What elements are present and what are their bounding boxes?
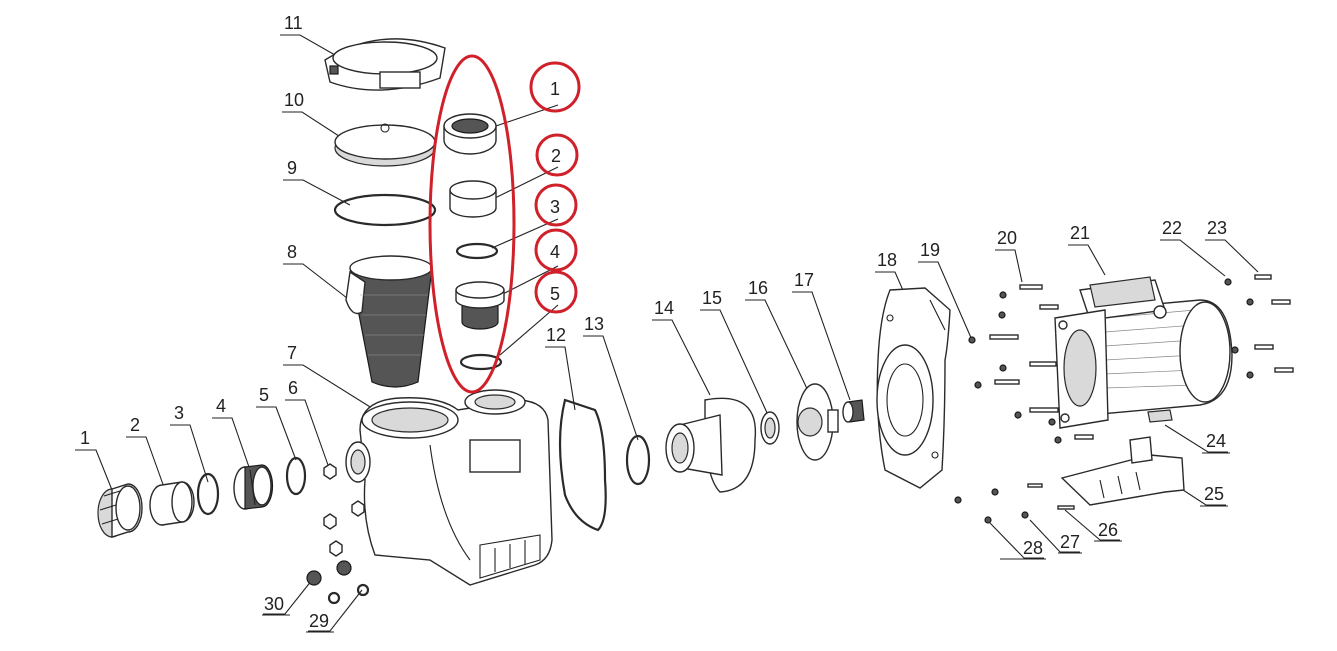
part-23-bolts (1254, 274, 1294, 373)
part-30-drain-plugs (306, 560, 352, 586)
part-7-pump-housing (345, 389, 553, 586)
label-part-14: 14 (654, 298, 674, 318)
label-part-12: 12 (546, 325, 566, 345)
label-part-21: 21 (1070, 223, 1090, 243)
label-part-22: 22 (1162, 218, 1182, 238)
label-part-26: 26 (1098, 520, 1118, 540)
part-25-motor-foot (1060, 436, 1185, 506)
label-part-30: 30 (264, 594, 284, 614)
label-highlight-3: 3 (550, 197, 560, 217)
label-part-11: 11 (284, 13, 303, 33)
label-part-15: 15 (702, 288, 722, 308)
part-15-seal-ring (760, 411, 780, 445)
label-part-24: 24 (1206, 431, 1226, 451)
label-highlight-5: 5 (550, 284, 560, 304)
label-part-7: 7 (287, 343, 297, 363)
label-part-9: 9 (287, 158, 297, 178)
part-16-impeller (796, 383, 839, 461)
leader-lines (75, 34, 1259, 632)
label-part-23: 23 (1207, 218, 1227, 238)
highlight-group-ellipse (428, 54, 516, 394)
label-part-2: 2 (130, 415, 140, 435)
part-18-seal-plate (876, 287, 951, 489)
highlight-part-4 (455, 281, 505, 330)
part-24-foot-pad (1147, 409, 1173, 423)
label-highlight-1: 1 (550, 79, 560, 99)
part-26-foot-screws (1027, 483, 1075, 510)
label-part-16: 16 (748, 278, 768, 298)
part-6-nuts (323, 463, 365, 557)
label-part-3: 3 (174, 403, 184, 423)
part-3-o-ring (196, 472, 220, 516)
label-part-28: 28 (1023, 538, 1043, 558)
label-part-25: 25 (1204, 484, 1224, 504)
label-part-5: 5 (259, 385, 269, 405)
highlight-circle-4 (534, 228, 578, 272)
label-part-8: 8 (287, 242, 297, 262)
highlight-part-5 (459, 353, 503, 371)
label-part-20: 20 (997, 228, 1017, 248)
label-part-6: 6 (288, 378, 298, 398)
label-highlight-4: 4 (550, 242, 560, 262)
highlight-circle-3 (534, 183, 578, 227)
label-part-18: 18 (877, 250, 897, 270)
highlight-part-2 (449, 180, 497, 218)
label-part-19: 19 (920, 240, 940, 260)
label-part-29: 29 (309, 611, 329, 631)
part-21-motor (1054, 276, 1233, 429)
label-highlight-2: 2 (551, 146, 561, 166)
label-part-27: 27 (1060, 532, 1080, 552)
part-labels: 1 2 3 4 5 6 7 8 9 10 11 12 13 14 15 16 1… (80, 13, 1227, 631)
part-10-lid (334, 123, 436, 167)
part-1-union-nut (97, 483, 143, 538)
part-11-lid-ring (324, 38, 446, 91)
part-19-washers (968, 291, 1062, 444)
label-part-13: 13 (584, 314, 604, 334)
part-2-tail-pipe (149, 481, 195, 526)
part-14-diffuser (665, 397, 757, 493)
highlight-part-1 (443, 113, 497, 155)
part-17-mechanical-seal (842, 399, 865, 423)
highlight-circle-1 (529, 61, 581, 113)
label-part-4: 4 (216, 396, 226, 416)
label-part-1: 1 (80, 428, 90, 448)
part-8-basket (345, 255, 433, 388)
part-20-bolts (989, 284, 1094, 440)
highlight-circle-2 (535, 133, 579, 177)
part-5-o-ring (285, 456, 307, 496)
label-part-10: 10 (284, 90, 304, 110)
highlight-circle-5 (534, 270, 578, 314)
part-29-drain-o-rings (327, 583, 370, 605)
part-4-threaded-adapter (233, 464, 274, 510)
highlight-part-3 (455, 242, 499, 260)
spare-parts-highlight (428, 54, 581, 394)
part-27-foot-washers (991, 488, 1029, 519)
part-12-housing-gasket (558, 398, 607, 532)
label-underlines (262, 452, 1230, 633)
label-part-17: 17 (794, 270, 814, 290)
part-22-washers (1224, 278, 1254, 379)
part-28-foot-nuts (954, 496, 992, 524)
part-13-diffuser-o-ring (625, 434, 651, 486)
part-9-lid-o-ring (333, 193, 437, 227)
